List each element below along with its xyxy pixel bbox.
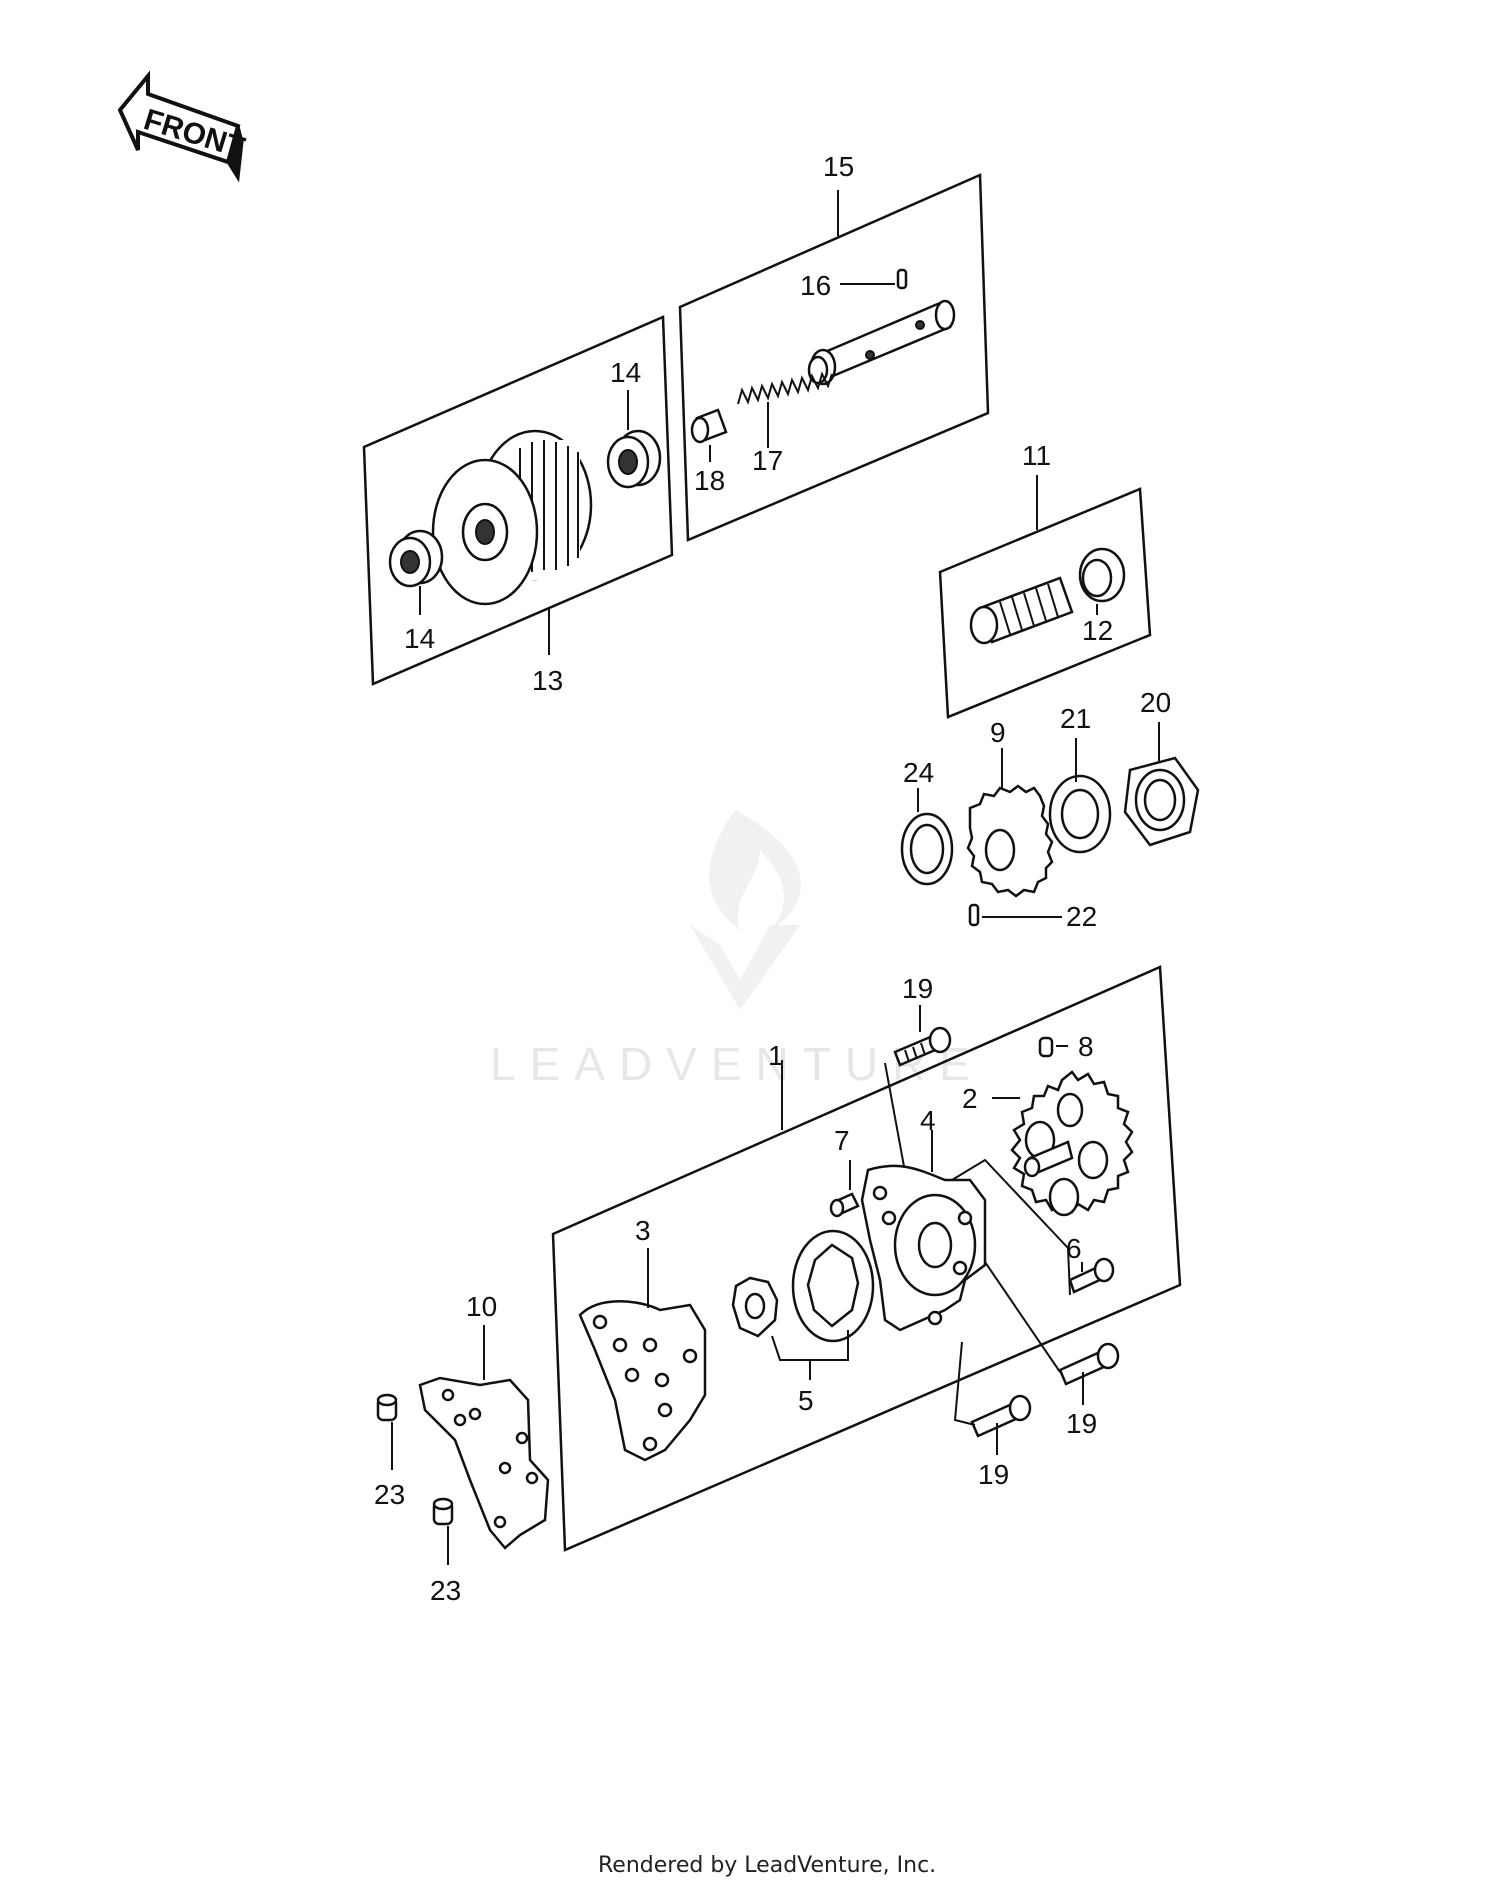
callout-11: 11 <box>1022 440 1051 471</box>
o-ring-upper <box>606 429 662 489</box>
o-ring-lower <box>388 529 444 588</box>
relief-valve-group: 15 16 17 18 <box>678 151 990 542</box>
callout-20: 20 <box>1140 687 1171 718</box>
bolt-19-top <box>893 1026 952 1067</box>
oil-pump-group: 1 19 8 2 6 <box>551 965 1182 1552</box>
bolt-6 <box>1068 1257 1115 1294</box>
pump-cover <box>578 1300 707 1462</box>
callout-6: 6 <box>1066 1233 1082 1264</box>
watermark-text: LEADVENTURE <box>490 1038 984 1090</box>
front-arrow: FRONT <box>117 70 248 183</box>
callout-7: 7 <box>834 1125 850 1156</box>
callout-22: 22 <box>1066 901 1097 932</box>
callout-8: 8 <box>1078 1031 1094 1062</box>
callout-21: 21 <box>1060 703 1091 734</box>
dowel-23-lower <box>432 1497 454 1526</box>
callout-10: 10 <box>466 1291 497 1322</box>
pin-22 <box>968 903 980 927</box>
dowel-23-upper <box>376 1393 398 1422</box>
relief-valve-body <box>807 299 956 386</box>
callout-14-upper: 14 <box>610 357 641 388</box>
nut-20 <box>1123 756 1200 847</box>
pin-7 <box>829 1192 860 1218</box>
callout-14-lower: 14 <box>404 623 435 654</box>
callout-23-upper: 23 <box>374 1479 405 1510</box>
callout-15: 15 <box>823 151 854 182</box>
oil-pump-gear <box>1010 1070 1134 1217</box>
callout-9: 9 <box>990 717 1006 748</box>
callout-17: 17 <box>752 445 783 476</box>
inner-rotor <box>731 1276 779 1338</box>
callout-24: 24 <box>903 757 934 788</box>
lock-washer-21 <box>1048 774 1112 854</box>
callout-19-right: 19 <box>1066 1408 1097 1439</box>
callout-3: 3 <box>635 1215 651 1246</box>
bolt-19-right <box>1058 1342 1120 1386</box>
screen-o-ring <box>1078 547 1126 603</box>
callout-19-top: 19 <box>902 973 933 1004</box>
pinion-gear-9 <box>966 784 1054 898</box>
oil-filter <box>431 429 593 606</box>
footer-credit: Rendered by LeadVenture, Inc. <box>598 1853 936 1878</box>
bolt-19-bottom <box>970 1394 1032 1438</box>
outer-rotor <box>791 1229 875 1343</box>
callout-18: 18 <box>694 465 725 496</box>
oil-screen <box>969 576 1074 645</box>
oil-screen-group: 11 12 <box>938 440 1152 719</box>
callout-19-bottom: 19 <box>978 1459 1009 1490</box>
gasket-10 <box>418 1376 550 1550</box>
pump-body <box>860 1164 987 1332</box>
callout-13: 13 <box>532 665 563 696</box>
callout-12: 12 <box>1082 615 1113 646</box>
relief-spring <box>737 371 833 405</box>
callout-16: 16 <box>800 270 831 301</box>
callout-1: 1 <box>768 1040 784 1071</box>
relief-piston <box>690 408 728 444</box>
callout-5: 5 <box>798 1385 814 1416</box>
washer-24 <box>900 812 954 886</box>
callout-23-lower: 23 <box>430 1575 461 1606</box>
oil-filter-group: 13 14 14 <box>362 315 674 696</box>
watermark-logo <box>690 810 801 1010</box>
callout-4: 4 <box>920 1105 936 1136</box>
callout-2: 2 <box>962 1083 978 1114</box>
